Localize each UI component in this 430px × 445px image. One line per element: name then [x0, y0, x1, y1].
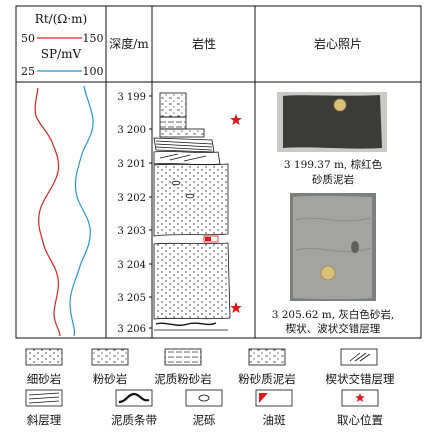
- legend-label: 斜层理: [27, 413, 62, 427]
- depth-tick-label: 3 200: [117, 125, 146, 136]
- photo-column-header: 岩心照片: [314, 36, 362, 51]
- mud-gravel-mark: [171, 180, 181, 186]
- photo-2-caption-line1: 3 205.62 m, 灰白色砂岩,: [272, 308, 395, 321]
- lithology-column: [153, 92, 231, 331]
- oblique-bedding-legend-lines: [28, 392, 60, 404]
- legend-label: 楔状交错层理: [326, 372, 395, 386]
- wedge-cross-bedding-legend-icon: [340, 348, 378, 366]
- legend-label: 取心位置: [337, 413, 383, 427]
- mud-band-legend-icon: [115, 389, 153, 407]
- legend-label: 细砂岩: [27, 372, 62, 386]
- muddy-siltstone-legend-icon: [164, 348, 202, 366]
- coring-position-legend-star: [355, 393, 365, 402]
- silty-mudstone-legend-icon: [248, 348, 286, 366]
- depth-tick-label: 3 199: [117, 92, 146, 103]
- legend-label: 粉砂质泥岩: [238, 372, 296, 386]
- photo-1-caption-line2: 砂质泥岩: [312, 173, 354, 186]
- fine-sandstone-bed: [153, 163, 229, 237]
- depth-tick-label: 3 205: [117, 293, 146, 304]
- legend-label: 油斑: [263, 413, 286, 427]
- muddy-siltstone-bed: [159, 116, 187, 130]
- core-photo-1: [277, 92, 387, 152]
- fine-sandstone-bed: [153, 242, 231, 320]
- silty-mudstone-bed: [159, 92, 187, 118]
- wedge-cross-bed: [153, 151, 221, 165]
- mud-band-mark: [155, 322, 217, 326]
- oil-spot-fill: [205, 237, 211, 241]
- oblique-bedding-lines: [155, 140, 213, 151]
- depth-tick-label: 3 201: [117, 159, 146, 170]
- lithology-column-header: 岩性: [192, 36, 216, 51]
- core-photo-2: [290, 193, 376, 301]
- photo-1-caption-line1: 3 199.37 m, 棕红色: [284, 158, 383, 171]
- sp-axis-label: SP/mV: [41, 47, 82, 61]
- wedge-cross-bed-lines: [159, 153, 207, 162]
- legend-label: 粉砂岩: [93, 372, 128, 386]
- mud-gravel-legend-ellipse: [198, 394, 210, 402]
- coring-position-star: [230, 302, 242, 313]
- legend-label: 泥砾: [193, 413, 216, 427]
- sp-min-label: 25: [21, 65, 35, 78]
- fine-sandstone-legend-icon: [25, 348, 63, 366]
- table-frame: [15, 5, 422, 339]
- rt-curve: [34, 87, 61, 337]
- legend: 细砂岩 粉砂岩 泥质粉砂岩 粉砂质泥岩 楔状交错层理 斜层理 泥质条带 泥砾 油…: [25, 348, 395, 427]
- mud-band-legend-wave: [118, 392, 150, 404]
- photo-2-caption-line2: 楔状、波状交错层理: [286, 322, 381, 335]
- legend-label: 泥质条带: [111, 413, 157, 427]
- depth-tick-label: 3 203: [117, 226, 146, 237]
- sp-max-label: 100: [83, 65, 104, 78]
- siltstone-bed: [159, 128, 205, 138]
- oil-spot-legend-fill: [259, 393, 268, 403]
- wedge-cross-bedding-legend-lines: [349, 352, 371, 362]
- mud-gravel-mark: [185, 193, 195, 199]
- legend-label: 泥质粉砂岩: [154, 372, 212, 386]
- rt-max-label: 150: [83, 32, 104, 45]
- coring-position-star: [230, 114, 242, 125]
- log-curves: [34, 85, 94, 337]
- depth-tick-label: 3 204: [117, 260, 146, 271]
- rt-axis-label: Rt/(Ω·m): [35, 12, 87, 26]
- depth-tick-label: 3 202: [117, 193, 146, 204]
- depth-column-header: 深度/m: [109, 36, 149, 51]
- siltstone-legend-icon: [91, 348, 129, 366]
- depth-tick-label: 3 206: [117, 324, 146, 335]
- depth-axis: 3 199 3 200 3 201 3 202 3 203 3 204 3 20…: [117, 92, 152, 335]
- sp-curve: [69, 85, 94, 337]
- curve-header: Rt/(Ω·m) 50 150 SP/mV 25 100: [21, 12, 104, 78]
- rt-min-label: 50: [21, 32, 35, 45]
